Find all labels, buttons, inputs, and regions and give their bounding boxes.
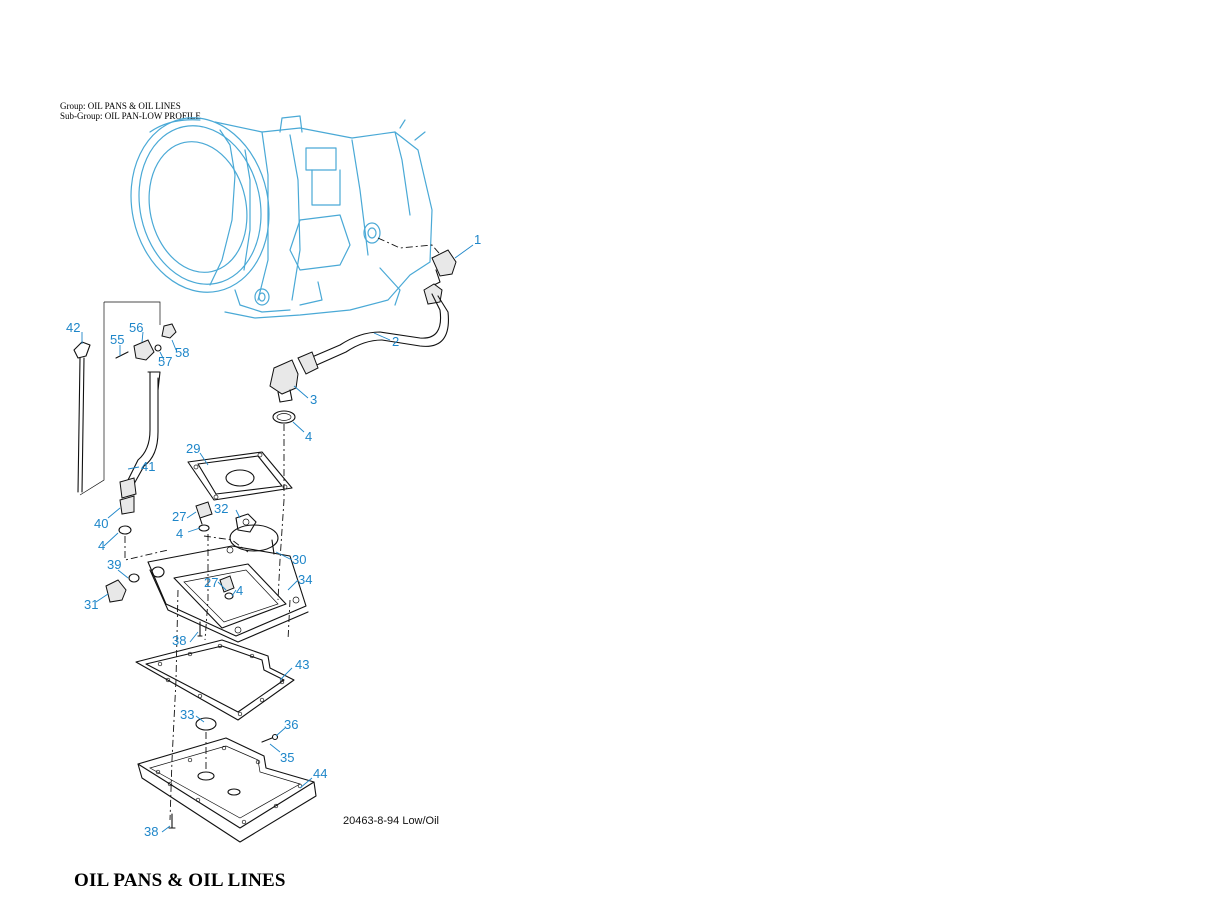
callout-2: 2 [392,334,399,349]
callout-labels: 1 2 3 4 29 41 40 4 42 55 56 57 58 27 4 3… [66,232,481,839]
bolt-38-upper [197,621,203,637]
oil-line-assembly [269,237,457,601]
callout-34: 34 [298,572,312,587]
callout-31: 31 [84,597,98,612]
oil-pan-body-34 [147,545,309,643]
transmission-housing [130,115,433,319]
callout-43: 43 [295,657,309,672]
bolt-38-lower [168,813,176,829]
callout-36: 36 [284,717,298,732]
drain-plug-31-39 [105,573,140,603]
callout-27-lower: 27 [204,575,218,590]
gasket-29 [187,451,293,501]
callout-58: 58 [175,345,189,360]
callout-41: 41 [141,459,155,474]
callout-3: 3 [310,392,317,407]
callout-44: 44 [313,766,327,781]
figure-id-label: 20463-8-94 Low/Oil [343,815,440,827]
callout-32: 32 [214,501,228,516]
callout-33: 33 [180,707,194,722]
dipstick-filler-tube [73,301,177,561]
plug-33-bolts-35-36 [195,717,279,743]
callout-42: 42 [66,320,80,335]
callout-38-upper: 38 [172,633,186,648]
oil-pan-44 [137,737,317,843]
callout-4-tube: 4 [98,538,105,553]
callout-29: 29 [186,441,200,456]
callout-35: 35 [280,750,294,765]
callout-40: 40 [94,516,108,531]
callout-27-upper: 27 [172,509,186,524]
callout-39: 39 [107,557,121,572]
callout-55: 55 [110,332,124,347]
callout-57: 57 [158,354,172,369]
callout-leaders [81,244,474,833]
callout-38-lower: 38 [144,824,158,839]
gasket-43 [135,639,295,721]
callout-1: 1 [474,232,481,247]
callout-30: 30 [292,552,306,567]
callout-4-plug: 4 [176,526,183,541]
subgroup-label: Sub-Group: OIL PAN-LOW PROFILE [60,111,201,121]
page-title: OIL PANS & OIL LINES [74,870,286,891]
callout-56: 56 [129,320,143,335]
group-label: Group: OIL PANS & OIL LINES [60,101,181,111]
callout-4-washer: 4 [305,429,312,444]
callout-4-lower: 4 [236,583,243,598]
